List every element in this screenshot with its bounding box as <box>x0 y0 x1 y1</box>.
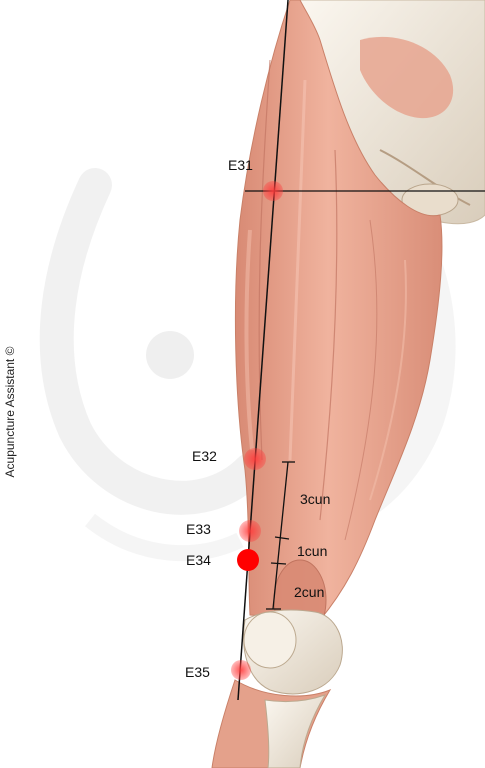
acupoint-e35[interactable] <box>231 660 251 680</box>
measurement-bracket <box>266 461 295 610</box>
measure-label-1cun: 1cun <box>297 543 328 559</box>
acupoint-e33-marker[interactable] <box>239 520 261 542</box>
measure-label-3cun: 3cun <box>300 491 331 507</box>
label-e34: E34 <box>186 552 211 568</box>
copyright-text: Acupuncture Assistant © <box>3 346 17 478</box>
label-e33: E33 <box>186 521 211 537</box>
acupoint-e34-marker[interactable] <box>237 549 259 571</box>
acupoint-e32-marker[interactable] <box>244 448 266 470</box>
label-e32: E32 <box>192 448 217 464</box>
label-e35: E35 <box>185 664 210 680</box>
acupoint-e33[interactable] <box>239 520 261 542</box>
acupoint-e32[interactable] <box>244 448 266 470</box>
pelvis-bone <box>299 0 485 225</box>
acupoint-e31-marker[interactable] <box>263 181 283 201</box>
acupoint-e35-marker[interactable] <box>231 660 251 680</box>
lower-leg <box>211 679 332 768</box>
measure-label-2cun: 2cun <box>294 584 325 600</box>
acupoint-e34[interactable] <box>237 549 259 571</box>
meridian-guide-line <box>237 0 289 701</box>
knee-bones <box>243 609 343 695</box>
label-e31: E31 <box>228 157 253 173</box>
acupoint-e31[interactable] <box>263 181 283 201</box>
